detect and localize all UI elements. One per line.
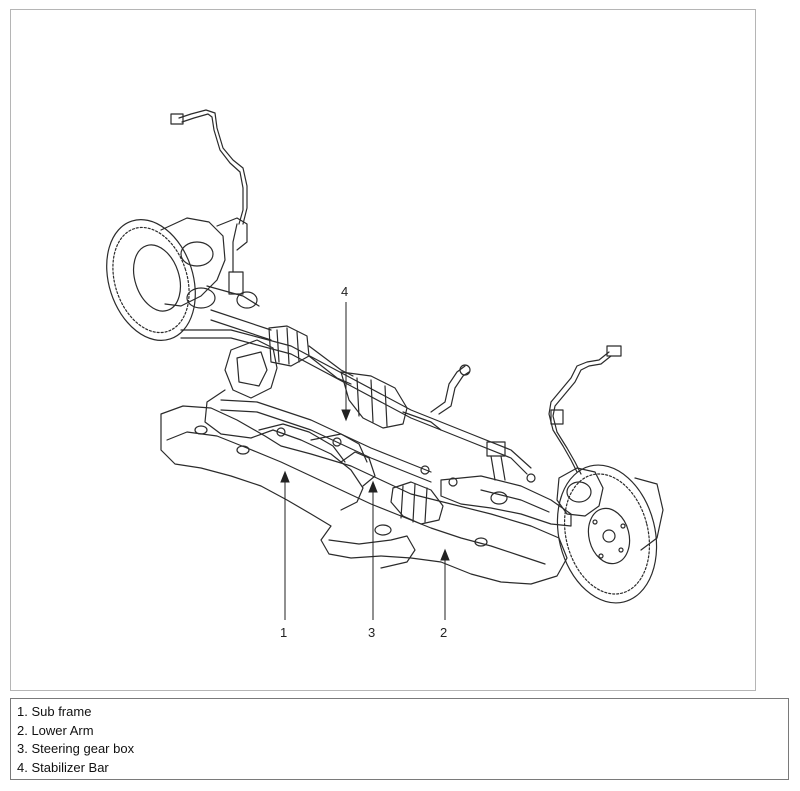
lower-arm: [440, 441, 572, 527]
diagram-frame: 1 2 3 4: [10, 9, 756, 691]
right-knuckle: [556, 467, 604, 517]
callout-leader-2: [440, 548, 450, 620]
callout-4: 4: [341, 284, 348, 299]
mounting-bolts: [276, 427, 536, 487]
left-drive-shaft: [210, 309, 354, 385]
wheel-sensor-harness-left: [170, 109, 248, 295]
parts-legend: 1. Sub frame 2. Lower Arm 3. Steering ge…: [10, 698, 789, 780]
callout-leader-1: [280, 470, 290, 620]
left-knuckle: [160, 217, 260, 309]
left-brake-disc: [106, 219, 196, 341]
legend-item-lower-arm: 2. Lower Arm: [17, 722, 94, 738]
legend-item-steering-gear-box: 3. Steering gear box: [17, 741, 135, 756]
right-brake-disc: [556, 464, 664, 604]
stabilizer-bar: [180, 329, 532, 475]
sub-frame: [160, 405, 568, 585]
callout-leader-4: [341, 302, 351, 422]
callout-1: 1: [280, 625, 287, 640]
wheel-sensor-harness-right: [548, 345, 622, 475]
callout-3: 3: [368, 625, 375, 640]
front-suspension-illustration: 1 2 3 4: [106, 109, 664, 640]
callout-leader-3: [368, 480, 378, 620]
legend-item-sub-frame: 1. Sub frame: [17, 704, 92, 719]
callout-2: 2: [440, 625, 447, 640]
steering-gear-housing: [204, 339, 368, 511]
legend-item-stabilizer-bar: 4. Stabilizer Bar: [17, 759, 109, 775]
